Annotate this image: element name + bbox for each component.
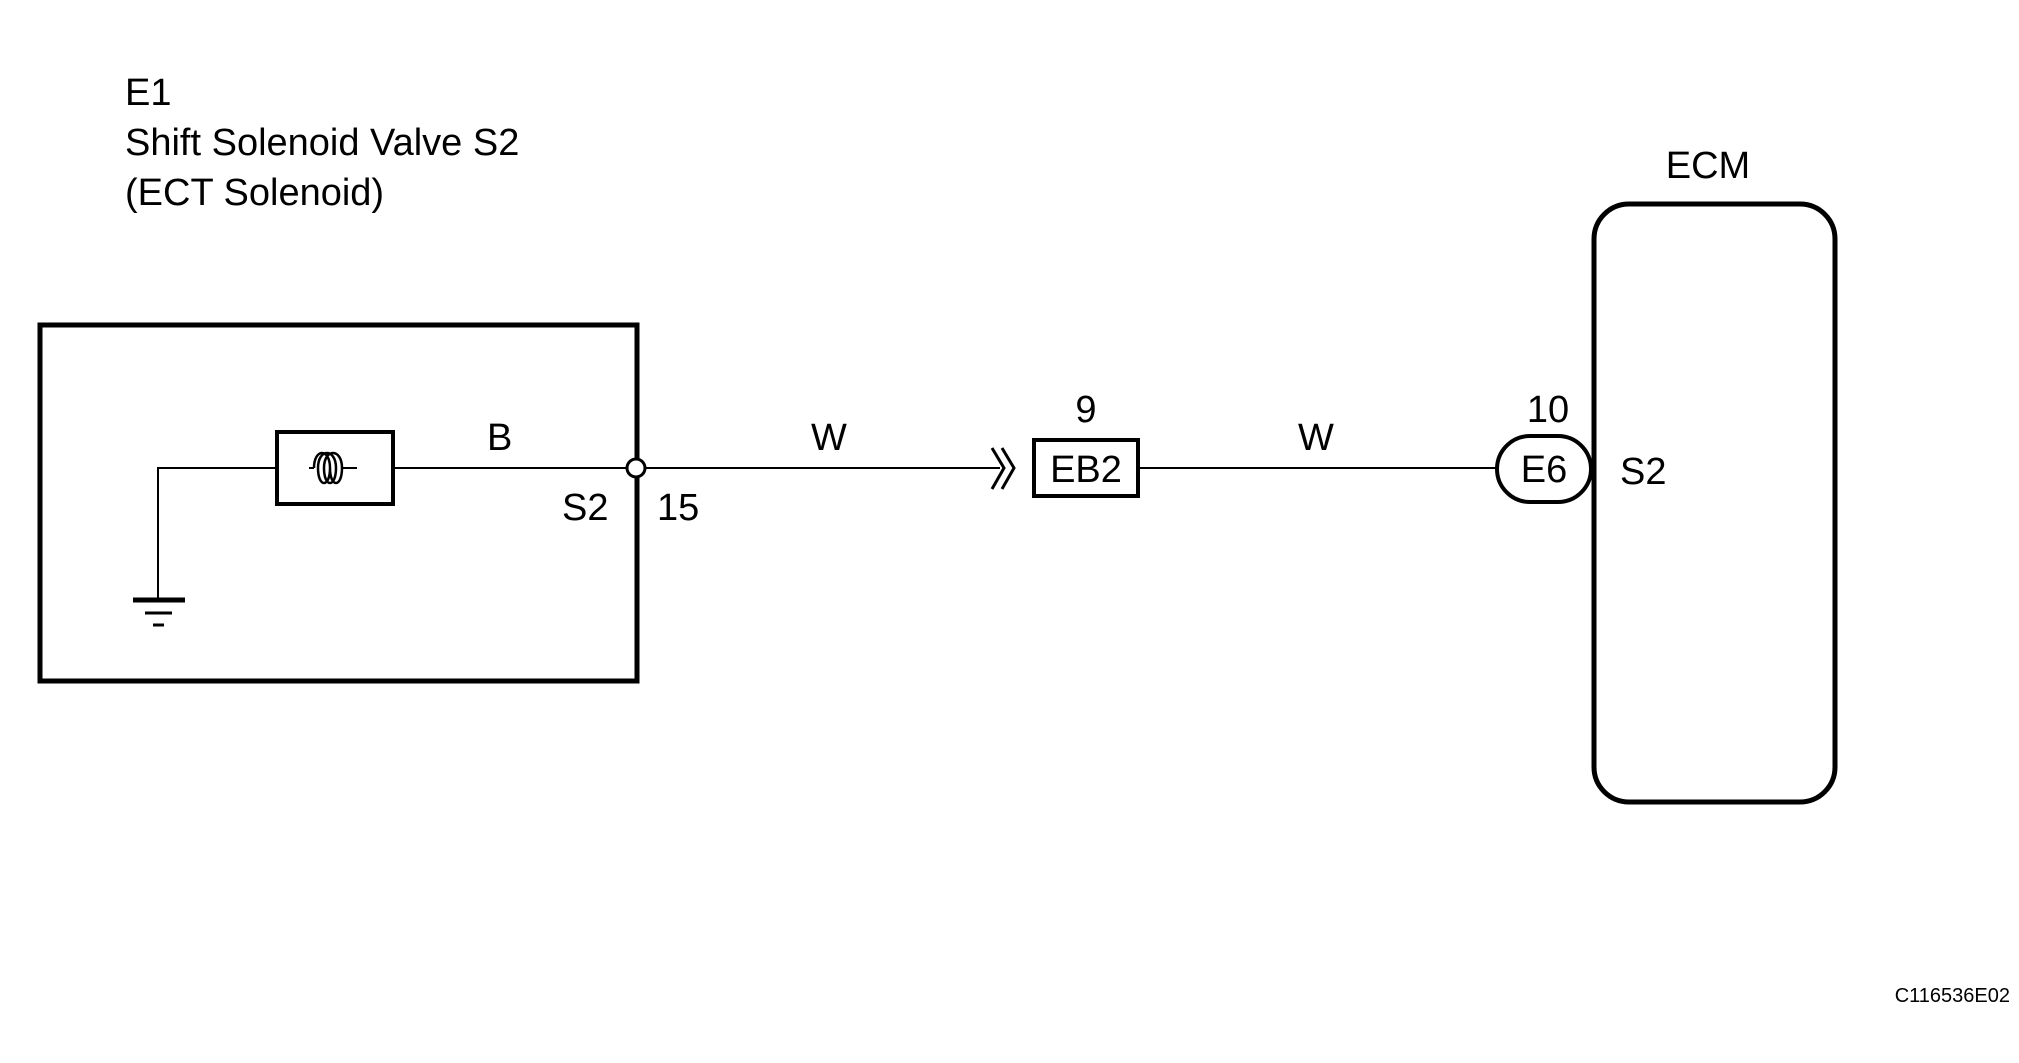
ecm-connector: E6: [1521, 449, 1567, 491]
component-name: Shift Solenoid Valve S2: [125, 122, 519, 164]
ecm-connector-oval: [1495, 434, 1593, 504]
ground-wire: [157, 467, 277, 600]
in-line-connector-icon: [990, 447, 1016, 490]
ground-icon: [133, 597, 185, 627]
ecm-terminal-name: S2: [1620, 451, 1666, 493]
component-enclosure: [37, 322, 640, 684]
solenoid-coil-icon: [275, 430, 395, 506]
junction-connector: EB2: [1050, 449, 1122, 491]
junction-pin: 9: [1075, 389, 1096, 431]
figure-reference: C116536E02: [1895, 985, 2010, 1007]
ecm-body: [1591, 201, 1838, 805]
wire-1-color: W: [811, 417, 847, 459]
component-pin: 15: [657, 487, 699, 529]
wire-2-color: W: [1298, 417, 1334, 459]
ecm-label: ECM: [1666, 145, 1750, 187]
component-subname: (ECT Solenoid): [125, 172, 384, 214]
component-code: E1: [125, 72, 171, 114]
component-terminal-name: S2: [562, 487, 608, 529]
internal-wire-color: B: [487, 417, 512, 459]
splice-point-icon: [625, 457, 647, 479]
ecm-pin: 10: [1527, 389, 1569, 431]
